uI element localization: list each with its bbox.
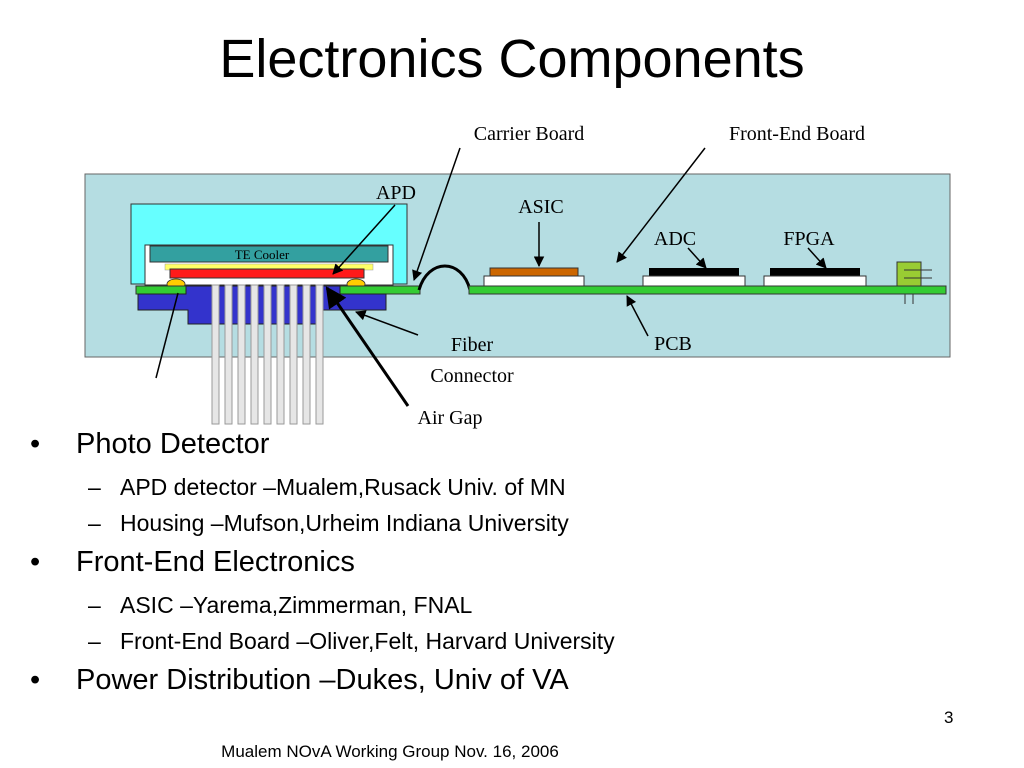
flex-cable: [417, 264, 472, 291]
fpga-chip: [770, 268, 860, 276]
bullet-text: Front-End Electronics: [76, 546, 355, 578]
dash-marker: –: [88, 592, 101, 618]
fiber-connector-leader: [355, 310, 419, 336]
asic-label: ASIC: [518, 196, 564, 218]
sub-bullet-text: ASIC –Yarema,Zimmerman, FNAL: [120, 592, 473, 618]
page-number: 3: [944, 708, 954, 727]
te-cooler: [149, 245, 389, 263]
air-gap-leader: [325, 286, 410, 407]
sub-bullet-text: Front-End Board –Oliver,Felt, Harvard Un…: [120, 628, 615, 654]
bullet-text: Power Distribution –Dukes, Univ of VA: [76, 664, 569, 696]
sub-bullet-apd-detector: –APD detector –Mualem,Rusack Univ. of MN: [30, 474, 615, 500]
bullet-list: •Photo Detector –APD detector –Mualem,Ru…: [30, 428, 615, 710]
connector-label: Connector: [430, 365, 514, 387]
adc-chip: [649, 268, 739, 276]
asic-mount: [483, 275, 585, 287]
bullet-marker: •: [30, 546, 41, 578]
dash-marker: –: [88, 628, 101, 654]
slide-title: Electronics Components: [219, 29, 805, 89]
fiber-connector: [137, 285, 387, 325]
asic-chip: [489, 267, 579, 277]
sub-bullet-asic: –ASIC –Yarema,Zimmerman, FNAL: [30, 592, 615, 618]
bullet-front-end-electronics: • Front-End Electronics: [30, 546, 615, 578]
apd-label: APD: [376, 182, 416, 204]
dash-marker: –: [88, 474, 101, 500]
bullet-marker: •: [30, 428, 41, 460]
output-connector: [896, 261, 932, 304]
fpga-mount: [763, 275, 867, 287]
bullet-text: Photo Detector: [76, 428, 270, 460]
sub-bullet-text: APD detector –Mualem,Rusack Univ. of MN: [120, 474, 566, 500]
adc-leader: [687, 247, 707, 269]
footer-text: Mualem NOvA Working Group Nov. 16, 2006: [221, 742, 559, 761]
te-cooler-label: TE Cooler: [235, 247, 290, 262]
bullet-power-distribution: • Power Distribution –Dukes, Univ of VA: [30, 664, 615, 696]
dash-marker: –: [88, 510, 101, 536]
housing-leader: [155, 292, 179, 379]
sub-bullet-front-end-board: –Front-End Board –Oliver,Felt, Harvard U…: [30, 628, 615, 654]
apd-leader: [332, 204, 396, 275]
pcb-label: PCB: [654, 333, 692, 355]
fpga-leader: [807, 247, 827, 269]
front-end-board-label: Front-End Board: [729, 123, 865, 145]
apd-chip: [169, 268, 365, 279]
front-end-board-leader: [616, 147, 706, 263]
adc-mount: [642, 275, 746, 287]
sub-bullet-housing: –Housing –Mufson,Urheim Indiana Universi…: [30, 510, 615, 536]
bullet-photo-detector: • Photo Detector: [30, 428, 615, 460]
carrier-board-leader: [412, 147, 461, 281]
electronics-diagram: TE Cooler: [84, 123, 951, 429]
sub-bullet-text: Housing –Mufson,Urheim Indiana Universit…: [120, 510, 569, 536]
adc-label: ADC: [654, 228, 696, 250]
fpga-label: FPGA: [783, 228, 835, 250]
fiber-label: Fiber: [451, 334, 494, 356]
air-gap-label: Air Gap: [418, 407, 483, 429]
front-end-pcb: [468, 285, 947, 295]
pcb-leader: [626, 295, 649, 337]
carrier-board-label: Carrier Board: [474, 123, 585, 145]
bullet-marker: •: [30, 664, 41, 696]
optical-fibers: [211, 284, 324, 425]
